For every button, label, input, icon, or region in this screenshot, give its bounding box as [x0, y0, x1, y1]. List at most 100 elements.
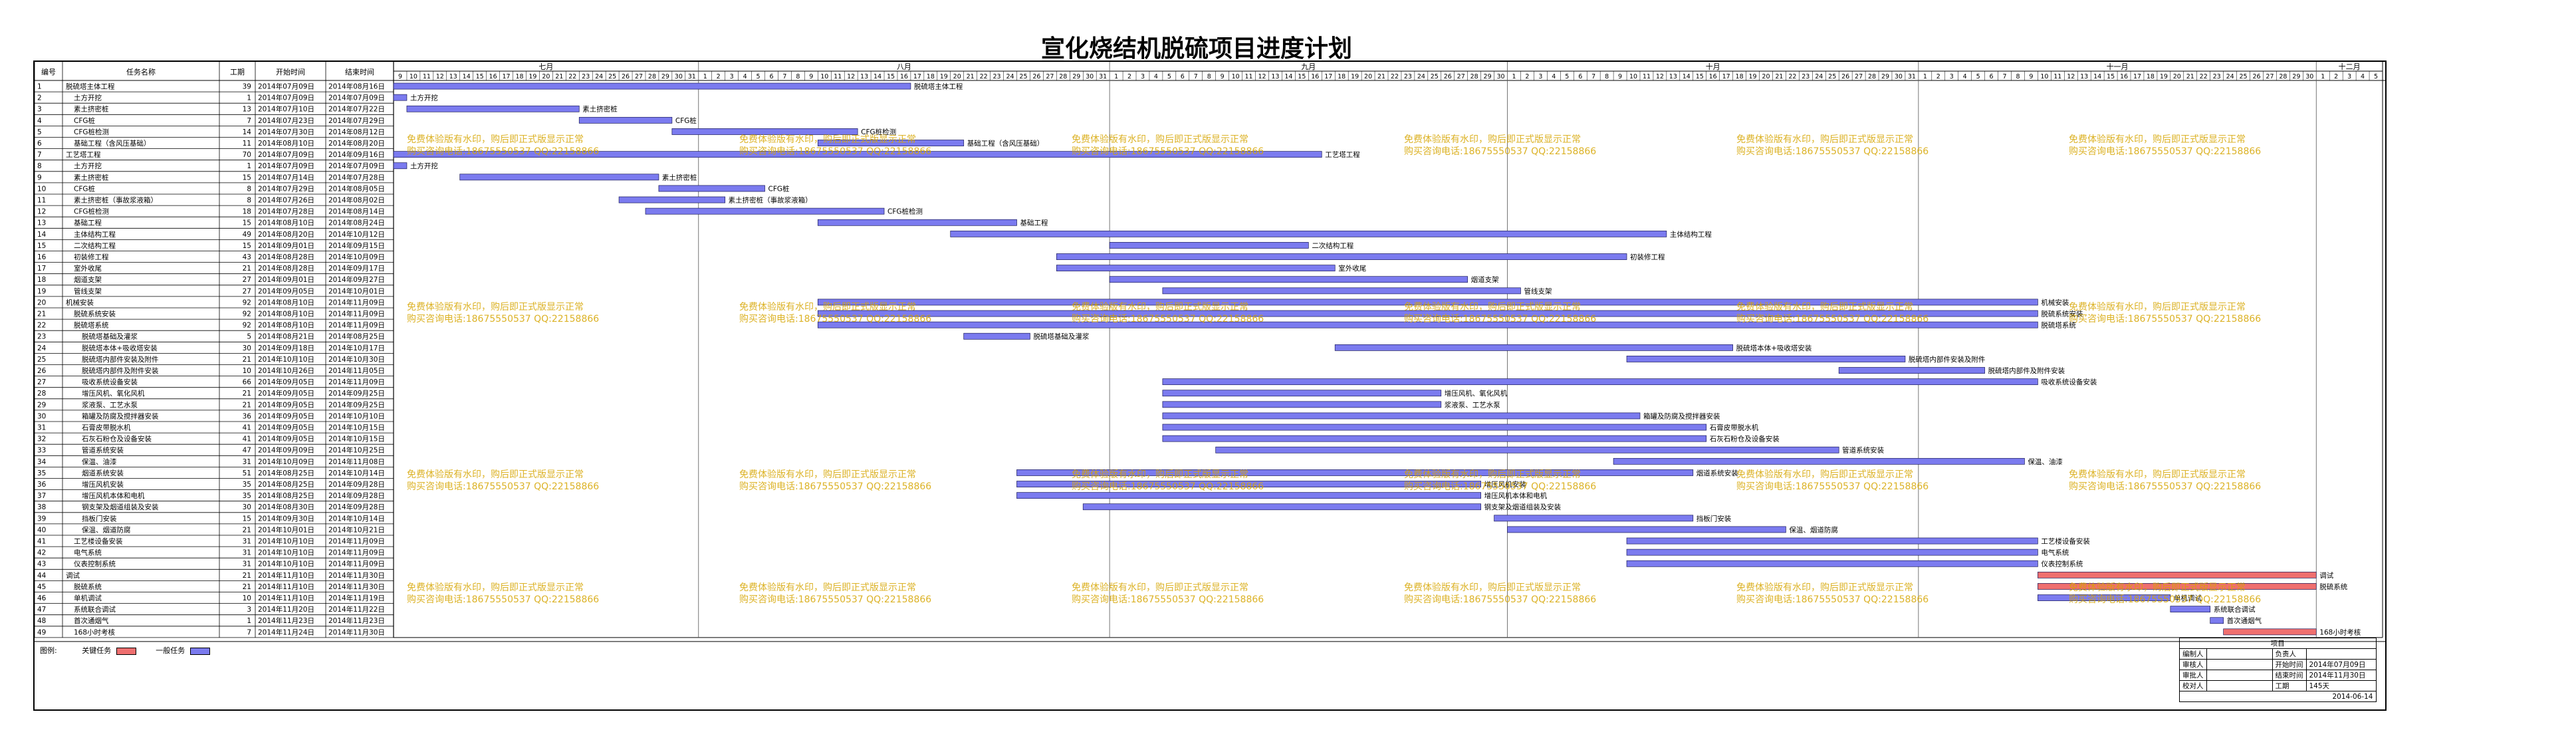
task-name: 基础工程（含风压基础） — [74, 139, 151, 148]
day-label: 15 — [1696, 73, 1704, 80]
watermark-text: 免费体验版有水印，购后即正式版显示正常购买咨询电话:18675550537 QQ… — [407, 469, 599, 493]
info-date: 2014-06-14 — [2179, 691, 2377, 702]
task-bar — [1109, 242, 1309, 249]
watermark-line: 免费体验版有水印，购后即正式版显示正常 — [407, 582, 584, 593]
watermark-line: 免费体验版有水印，购后即正式版显示正常 — [2069, 134, 2246, 145]
day-label: 10 — [2040, 73, 2048, 80]
watermark-line: 免费体验版有水印，购后即正式版显示正常 — [1072, 469, 1248, 480]
task-bar — [393, 162, 408, 170]
task-name: 保温、烟道防腐 — [82, 525, 131, 534]
day-label: 24 — [1006, 73, 1014, 80]
task-name: 素土挤密桩（事故浆液箱） — [74, 196, 158, 205]
bar-label: 脱硫系统安装 — [2041, 310, 2083, 318]
legend-critical-label: 关键任务 — [82, 646, 112, 655]
task-no: 15 — [37, 242, 46, 250]
task-start: 2014年09月01日 — [258, 275, 314, 284]
watermark-line: 免费体验版有水印，购后即正式版显示正常 — [1072, 582, 1248, 593]
bar-label: 挡板门安装 — [1697, 514, 1732, 523]
task-end: 2014年07月09日 — [328, 94, 385, 102]
day-label: 1 — [703, 73, 707, 80]
task-duration: 5 — [247, 333, 251, 341]
bar-label: 管道系统安装 — [1842, 446, 1884, 455]
watermark-text: 免费体验版有水印，购后即正式版显示正常购买咨询电话:18675550537 QQ… — [1072, 301, 1264, 325]
watermark-text: 免费体验版有水印，购后即正式版显示正常购买咨询电话:18675550537 QQ… — [1072, 134, 1264, 158]
task-bar — [1626, 356, 1906, 362]
watermark-text: 免费体验版有水印，购后即正式版显示正常购买咨询电话:18675550537 QQ… — [739, 301, 931, 325]
day-label: 16 — [2120, 73, 2128, 80]
task-duration: 21 — [243, 572, 251, 580]
task-no: 25 — [37, 356, 46, 364]
bar-label: 石膏皮带脱水机 — [1710, 424, 1759, 432]
day-label: 23 — [582, 73, 590, 80]
bar-label: 初装修工程 — [1630, 253, 1665, 261]
watermark-line: 购买咨询电话:18675550537 QQ:22158866 — [407, 146, 600, 157]
day-label: 1 — [2321, 73, 2325, 80]
task-start: 2014年11月10日 — [258, 582, 314, 591]
task-name: 石灰石粉仓及设备安装 — [82, 435, 152, 443]
task-duration: 30 — [243, 344, 251, 352]
task-no: 21 — [37, 311, 46, 318]
task-no: 39 — [37, 515, 46, 523]
watermark-line: 免费体验版有水印，购后即正式版显示正常 — [739, 302, 916, 312]
day-label: 3 — [1141, 73, 1145, 80]
day-label: 17 — [1324, 73, 1332, 80]
day-label: 12 — [1656, 73, 1664, 80]
task-duration: 35 — [243, 481, 251, 489]
task-duration: 18 — [243, 208, 251, 216]
day-label: 20 — [1364, 73, 1372, 80]
day-label: 8 — [796, 73, 800, 80]
task-name: 首次通烟气 — [74, 616, 109, 625]
bar-label: 电气系统 — [2041, 549, 2069, 557]
task-name: CFG桩 — [74, 184, 96, 193]
day-label: 4 — [743, 73, 747, 80]
day-label: 8 — [1207, 73, 1211, 80]
bar-label: 素土挤密桩 — [662, 173, 697, 182]
day-label: 20 — [953, 73, 961, 80]
day-label: 16 — [1311, 73, 1319, 80]
day-label: 23 — [1404, 73, 1412, 80]
day-label: 15 — [2107, 73, 2115, 80]
task-no: 36 — [37, 481, 47, 489]
task-start: 2014年10月10日 — [258, 560, 314, 568]
task-name: 电气系统 — [74, 549, 102, 557]
day-label: 10 — [410, 73, 417, 80]
task-name: 脱硫塔系统 — [74, 321, 109, 330]
month-label: 七月 — [538, 62, 553, 71]
task-duration: 27 — [243, 287, 251, 295]
day-label: 22 — [1788, 73, 1796, 80]
task-end: 2014年09月15日 — [328, 241, 385, 250]
task-no: 24 — [37, 344, 47, 352]
day-label: 27 — [1046, 73, 1054, 80]
day-label: 3 — [1538, 73, 1542, 80]
task-no: 18 — [37, 276, 46, 284]
day-label: 17 — [2133, 73, 2141, 80]
task-duration: 21 — [243, 583, 251, 591]
task-no: 12 — [37, 208, 46, 216]
watermark-line: 免费体验版有水印，购后即正式版显示正常 — [1404, 582, 1581, 593]
task-start: 2014年08月25日 — [258, 491, 314, 500]
task-bar — [658, 185, 765, 192]
watermark-line: 购买咨询电话:18675550537 QQ:22158866 — [1072, 481, 1264, 492]
column-header: 编号 — [41, 67, 56, 76]
watermark-line: 购买咨询电话:18675550537 QQ:22158866 — [1404, 146, 1597, 157]
watermark-text: 免费体验版有水印，购后即正式版显示正常购买咨询电话:18675550537 QQ… — [2069, 301, 2261, 325]
task-end: 2014年11月09日 — [328, 298, 385, 307]
watermark-line: 购买咨询电话:18675550537 QQ:22158866 — [2069, 481, 2262, 492]
day-label: 2 — [717, 73, 721, 80]
day-label: 3 — [730, 73, 734, 80]
task-end: 2014年08月24日 — [328, 219, 385, 227]
day-label: 25 — [1019, 73, 1027, 80]
task-name: 脱硫系统安装 — [74, 310, 116, 318]
watermark-line: 免费体验版有水印，购后即正式版显示正常 — [2069, 582, 2246, 593]
task-start: 2014年09月05日 — [258, 412, 314, 420]
task-bar — [817, 140, 965, 146]
task-start: 2014年08月10日 — [258, 139, 314, 148]
day-label: 31 — [688, 73, 696, 80]
day-label: 9 — [398, 73, 402, 80]
task-no: 48 — [37, 617, 46, 625]
task-duration: 39 — [243, 83, 251, 91]
task-bar — [1162, 412, 1641, 420]
task-start: 2014年09月05日 — [258, 424, 314, 432]
task-name: 土方开挖 — [74, 162, 102, 170]
watermark-text: 免费体验版有水印，购后即正式版显示正常购买咨询电话:18675550537 QQ… — [1072, 582, 1264, 606]
